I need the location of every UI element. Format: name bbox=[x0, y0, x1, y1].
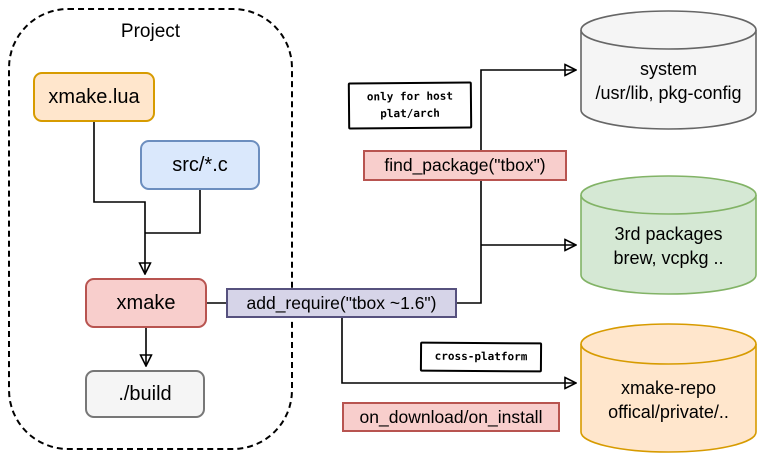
cylinder-system-shape bbox=[580, 10, 757, 130]
cylinder-xmake-repo: xmake-repo offical/private/.. bbox=[580, 323, 757, 453]
label-on-download-text: on_download/on_install bbox=[359, 406, 543, 427]
note-only-for-host: only for host plat/arch bbox=[347, 81, 473, 130]
connector-xmakelua-to-xmake bbox=[93, 122, 145, 274]
cylinder-xmake-repo-line2: offical/private/.. bbox=[608, 402, 729, 423]
cylinder-system-line2: /usr/lib, pkg-config bbox=[595, 83, 742, 104]
label-add-require: add_require("tbox ~1.6") bbox=[226, 288, 457, 318]
node-xmake-label: xmake bbox=[116, 291, 176, 314]
label-add-require-text: add_require("tbox ~1.6") bbox=[246, 292, 437, 313]
note-only-for-host-line2: plat/arch bbox=[380, 106, 440, 120]
connector-addrequire-to-system bbox=[457, 70, 576, 304]
node-src-c-label: src/*.c bbox=[172, 153, 228, 176]
cylinder-3rd-packages: 3rd packages brew, vcpkg .. bbox=[580, 175, 757, 295]
node-build: ./build bbox=[85, 370, 205, 418]
cylinder-system-line1: system bbox=[639, 59, 697, 79]
node-xmake-lua: xmake.lua bbox=[33, 72, 155, 122]
note-cross-platform: cross-platform bbox=[419, 341, 543, 373]
cylinder-3rd-packages-shape bbox=[580, 175, 757, 295]
node-xmake: xmake bbox=[85, 278, 207, 328]
cylinder-3rd-packages-line1: 3rd packages bbox=[614, 224, 723, 244]
node-src-c: src/*.c bbox=[140, 140, 260, 190]
cylinder-xmake-repo-shape bbox=[580, 323, 757, 453]
cylinder-3rd-packages-line2: brew, vcpkg .. bbox=[613, 248, 724, 269]
node-xmake-lua-label: xmake.lua bbox=[48, 85, 140, 108]
connector-addrequire-to-xmake-repo bbox=[341, 318, 576, 383]
node-build-label: ./build bbox=[118, 382, 172, 405]
label-find-package-text: find_package("tbox") bbox=[384, 155, 546, 175]
cylinder-system: system /usr/lib, pkg-config bbox=[580, 10, 757, 130]
note-only-for-host-line1: only for host bbox=[366, 89, 454, 104]
label-on-download: on_download/on_install bbox=[342, 402, 560, 432]
connector-srcc-to-xmake bbox=[145, 190, 201, 234]
project-container bbox=[8, 8, 293, 450]
label-find-package: find_package("tbox") bbox=[363, 150, 567, 181]
project-title: Project bbox=[120, 21, 181, 42]
note-cross-platform-text: cross-platform bbox=[434, 349, 528, 364]
cylinder-xmake-repo-line1: xmake-repo bbox=[620, 378, 717, 398]
